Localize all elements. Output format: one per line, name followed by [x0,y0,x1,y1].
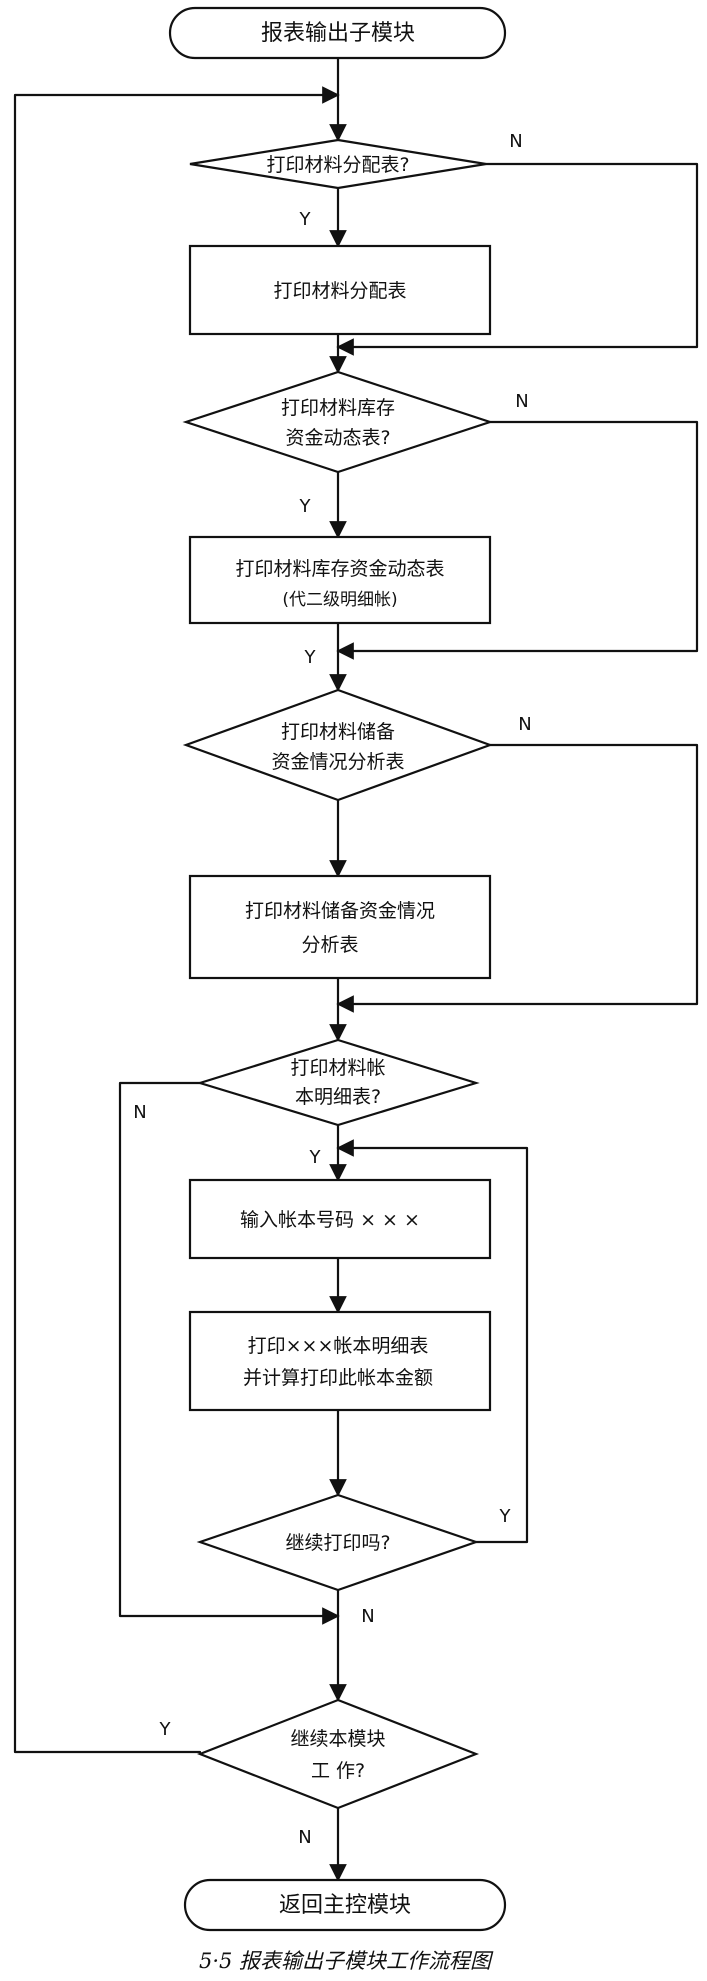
d4-label-line1: 打印材料帐 [290,1057,385,1079]
d2-no-label: N [515,391,528,412]
decision-print-inventory [182,370,494,474]
p5-label-line2: 并计算打印此帐本金额 [243,1367,433,1389]
p3-label-line1: 打印材料储备资金情况 [245,900,435,922]
d4-yes-label: Y [309,1147,322,1168]
d6-no-label: N [298,1827,311,1848]
d6-label-line1: 继续本模块 [290,1728,385,1750]
d3-label-line2: 资金情况分析表 [271,751,404,773]
end-label: 返回主控模块 [279,1893,411,1918]
d2-label-line2: 资金动态表? [285,427,390,449]
d5-yes-label: Y [499,1506,512,1527]
p5-label-line1: 打印×××帐本明细表 [248,1335,429,1357]
decision-print-reserve [182,688,494,802]
d3-no-label: N [518,714,531,735]
p4-label: 输入帐本号码 × × × [240,1209,420,1231]
d1-label: 打印材料分配表? [266,154,409,176]
connector-d2-bypass [336,420,699,660]
d3-label-line1: 打印材料储备 [281,721,395,743]
process-print-distribution [188,244,492,336]
process-print-reserve [188,874,492,980]
d2-yes-label: Y [299,496,312,517]
p3-label-line2: 分析表 [301,934,358,956]
decision-continue-module [196,1698,480,1810]
decision-print-ledger [196,1038,480,1127]
p2-label-line1: 打印材料库存资金动态表 [235,558,444,580]
d6-label-line2: 工 作? [311,1760,365,1782]
p2-label-line2: (代二级明细帐) [282,590,397,610]
process-input-ledger-number [188,1178,492,1260]
d1-yes-label: Y [299,209,312,230]
end-terminal [183,1878,507,1932]
p1-label: 打印材料分配表 [273,280,406,302]
connector-d3-bypass [336,743,699,1013]
decision-continue-print [196,1493,480,1592]
connector-d6-loop-back [13,86,340,1754]
d2-label-line1: 打印材料库存 [281,397,395,419]
d1-no-label: N [509,131,522,152]
start-terminal [168,6,507,60]
process-print-ledger-detail [188,1310,492,1412]
process-print-inventory [188,535,492,625]
d6-yes-label: Y [159,1719,172,1740]
decision-print-distribution [189,138,487,190]
figure-caption: 5·5 报表输出子模块工作流程图 [199,1949,494,1973]
d4-label-line2: 本明细表? [295,1086,381,1108]
d4-no-label: N [133,1102,146,1123]
connector-d4-bypass [118,1081,340,1625]
d5-no-label: N [361,1606,374,1627]
connector-d1-bypass [336,162,699,356]
p2-y-label: Y [304,647,317,668]
connector-d5-loop [336,1139,529,1544]
start-label: 报表输出子模块 [261,21,415,46]
d5-label: 继续打印吗? [285,1532,390,1554]
